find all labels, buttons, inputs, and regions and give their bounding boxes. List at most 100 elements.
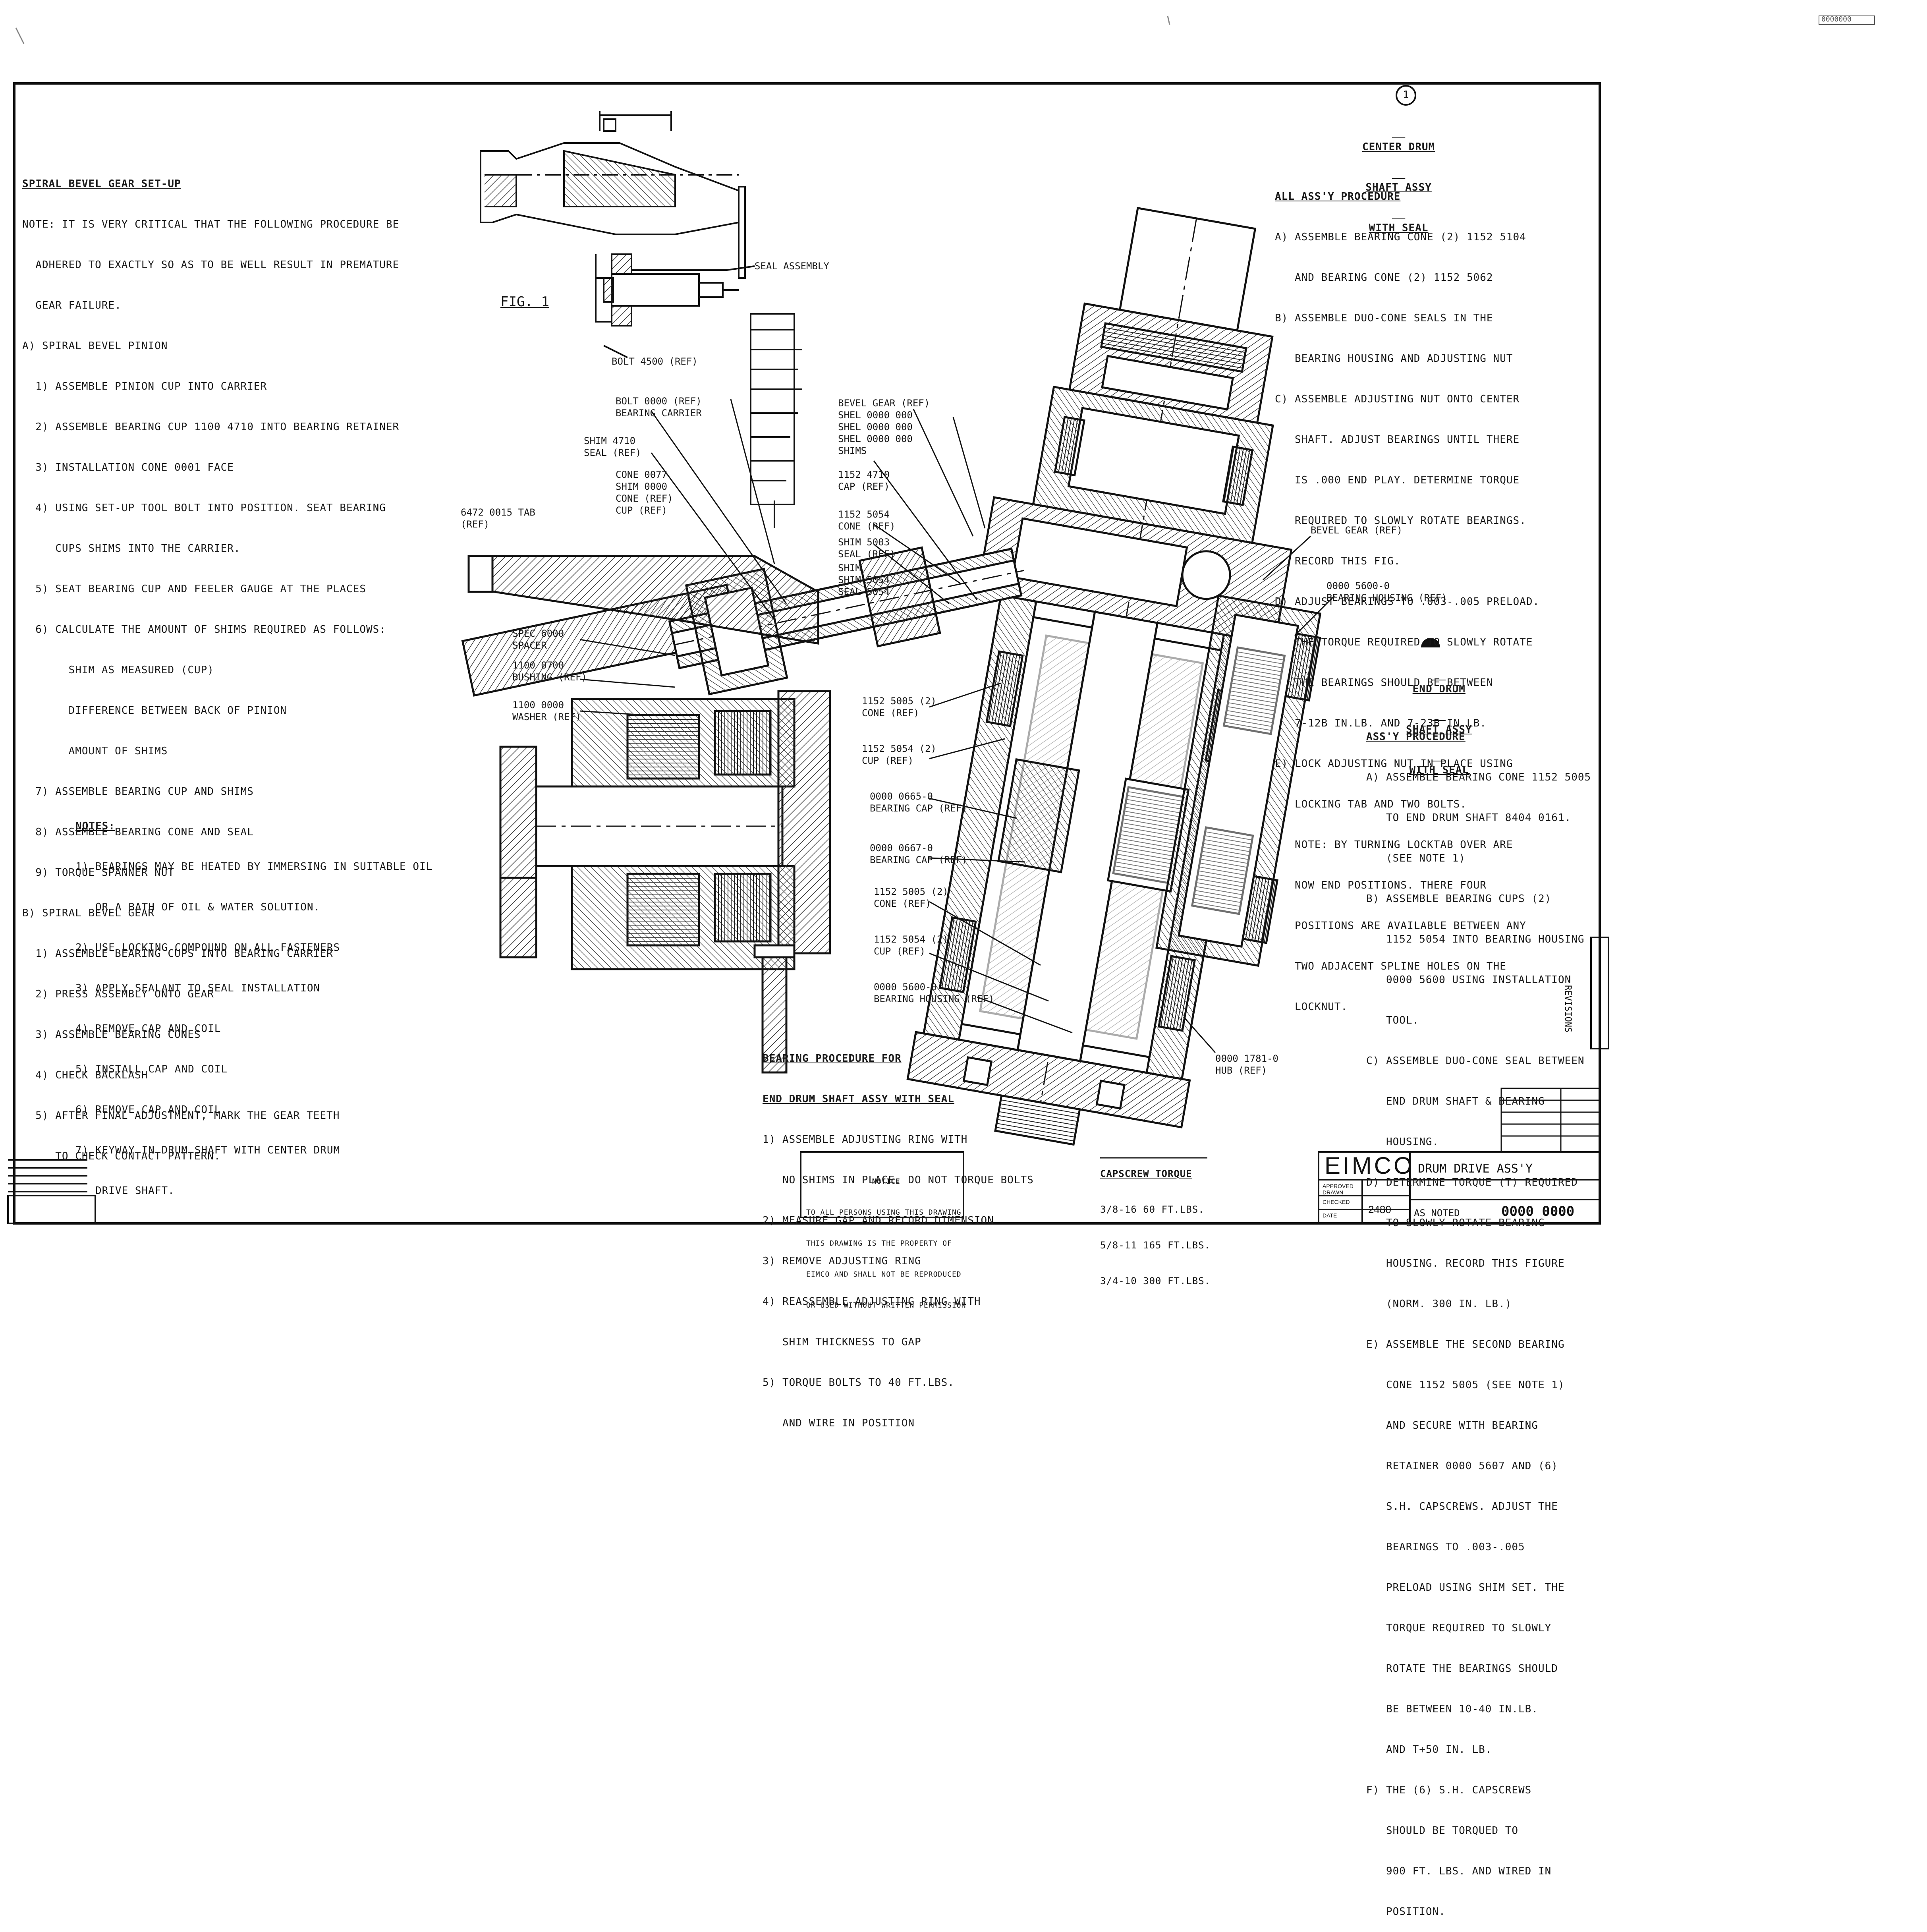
end-proc-line: AND SECURE WITH BEARING bbox=[1366, 1420, 1538, 1432]
note-line: 7) KEYWAY IN DRUM SHAFT WITH CENTER DRUM bbox=[75, 1144, 340, 1156]
center-proc-line: SHAFT. ADJUST BEARINGS UNTIL THERE bbox=[1275, 434, 1520, 446]
end-proc-line: 1152 5054 INTO BEARING HOUSING bbox=[1366, 933, 1585, 945]
end-proc-line: F) THE (6) S.H. CAPSCREWS bbox=[1366, 1784, 1532, 1796]
end-proc-line: 0000 5600 USING INSTALLATION bbox=[1366, 974, 1572, 986]
note-line: 2) USE LOCKING COMPOUND ON ALL FASTENERS bbox=[75, 942, 340, 954]
setup-line: 2) PRESS ASSEMBLY ONTO GEAR bbox=[22, 988, 214, 1000]
notice-line: EIMCO AND SHALL NOT BE REPRODUCED bbox=[806, 1270, 962, 1279]
center-proc-line: C) ASSEMBLE ADJUSTING NUT ONTO CENTER bbox=[1275, 393, 1520, 405]
callout-cone-cup-ref: CONE 0077 SHIM 0000 CONE (REF) CUP (REF) bbox=[616, 469, 673, 516]
bearing-proc-line: 2) MEASURE GAP AND RECORD DIMENSION bbox=[763, 1215, 994, 1227]
bearing-proc-title: BEARING PROCEDURE FOR bbox=[763, 1053, 902, 1065]
setup-notes-title: SPIRAL BEVEL GEAR SET-UP bbox=[22, 178, 181, 190]
capscrew-torque-table: CAPSCREW TORQUE 3/8-16 60 FT.LBS. 5/8-11… bbox=[1100, 1144, 1211, 1299]
callout-shim-ref: SHIM 4710 SEAL (REF) bbox=[584, 435, 641, 458]
end-proc-line: BEARINGS TO .003-.005 bbox=[1366, 1541, 1525, 1553]
notice-line: OR USED WITHOUT WRITTEN PERMISSION bbox=[806, 1301, 966, 1310]
setup-line: 4) USING SET-UP TOOL BOLT INTO POSITION.… bbox=[22, 502, 386, 514]
center-proc-line: THE TORQUE REQUIRED TO SLOWLY ROTATE bbox=[1275, 636, 1533, 648]
end-proc-line: (SEE NOTE 1) bbox=[1366, 852, 1466, 864]
callout-bolt-ref: BOLT 4500 (REF) bbox=[612, 356, 698, 367]
drawing-number: 0000 0000 bbox=[1501, 1204, 1575, 1219]
end-proc-line: RETAINER 0000 5607 AND (6) bbox=[1366, 1460, 1558, 1472]
spur-gear-wedge bbox=[467, 555, 819, 645]
note-line: DRIVE SHAFT. bbox=[75, 1185, 175, 1197]
setup-line: AMOUNT OF SHIMS bbox=[22, 745, 168, 757]
end-proc-line: CONE 1152 5005 (SEE NOTE 1) bbox=[1366, 1379, 1565, 1391]
revision-strip-label: REVISIONS bbox=[1563, 985, 1573, 1033]
center-drum-procedure: ALL ASS'Y PROCEDURE A) ASSEMBLE BEARING … bbox=[1275, 163, 1539, 1027]
notice-title: NOTICE bbox=[872, 1177, 900, 1186]
bearing-proc-line: AND WIRE IN POSITION bbox=[763, 1417, 915, 1429]
setup-line: NOTE: IT IS VERY CRITICAL THAT THE FOLLO… bbox=[22, 218, 400, 230]
center-proc-line: D) ADJUST BEARINGS TO .003-.005 PRELOAD. bbox=[1275, 596, 1540, 608]
notice-line: TO ALL PERSONS USING THIS DRAWING bbox=[806, 1208, 962, 1217]
callout-seal-ref: SHIM 5003 SEAL (REF) bbox=[838, 537, 896, 560]
fig-1-label: FIG. 1 bbox=[500, 294, 549, 310]
center-proc-line: NOTE: BY TURNING LOCKTAB OVER ARE bbox=[1275, 839, 1513, 851]
note-line: 5) INSTALL CAP AND COIL bbox=[75, 1063, 228, 1075]
center-proc-line: 7-12B IN.LB. AND 7-23B IN.LB. bbox=[1275, 717, 1487, 729]
end-proc-line: POSITION. bbox=[1366, 1906, 1446, 1918]
callout-bevel-gear-right: BEVEL GEAR (REF) bbox=[1311, 525, 1403, 536]
callout-washer: 1100 0000 WASHER (REF) bbox=[512, 699, 581, 723]
fig-1-detail bbox=[480, 111, 755, 358]
setup-line: ADHERED TO EXACTLY SO AS TO BE WELL RESU… bbox=[22, 259, 400, 271]
end-proc-line: A) ASSEMBLE BEARING CONE 1152 5005 bbox=[1366, 771, 1591, 783]
bearing-proc-subtitle: END DRUM SHAFT ASSY WITH SEAL bbox=[763, 1093, 954, 1105]
end-proc-line: S.H. CAPSCREWS. ADJUST THE bbox=[1366, 1501, 1558, 1513]
setup-line: B) SPIRAL BEVEL GEAR bbox=[22, 907, 155, 919]
callout-seal-assembly: SEAL ASSEMBLY bbox=[755, 261, 829, 272]
center-drum-title: CENTER DRUM SHAFT ASSY WITH SEAL bbox=[1362, 113, 1435, 248]
callout-cone-low: 1152 5005 (2) CONE (REF) bbox=[874, 886, 948, 909]
callout-shims-tab: SHIM SHIM 5054 SEAL 5054 bbox=[838, 562, 890, 597]
corner-stamp bbox=[1819, 15, 1875, 25]
bearing-proc-line: SHIM THICKNESS TO GAP bbox=[763, 1336, 921, 1348]
drawing-title: DRUM DRIVE ASS'Y bbox=[1418, 1162, 1533, 1176]
detail-marker-label: 1 bbox=[1403, 89, 1409, 101]
notice-box bbox=[800, 1151, 964, 1218]
center-drum-title-line: CENTER DRUM bbox=[1362, 141, 1435, 153]
end-proc-line: PRELOAD USING SHIM SET. THE bbox=[1366, 1582, 1565, 1594]
center-proc-line: B) ASSEMBLE DUO-CONE SEALS IN THE bbox=[1275, 312, 1493, 324]
scale-value: 2480 bbox=[1368, 1204, 1391, 1215]
center-proc-line: IS .000 END PLAY. DETERMINE TORQUE bbox=[1275, 474, 1520, 486]
center-proc-line: LOCKING TAB AND TWO BOLTS. bbox=[1275, 798, 1467, 810]
company-logo: EIMCO bbox=[1325, 1152, 1415, 1179]
end-drum-procedure: ASS'Y PROCEDURE A) ASSEMBLE BEARING CONE… bbox=[1366, 703, 1591, 1932]
end-drum-marker bbox=[1421, 638, 1440, 647]
end-proc-line: HOUSING. bbox=[1366, 1136, 1439, 1148]
torque-line: 3/8-16 60 FT.LBS. bbox=[1100, 1204, 1205, 1215]
note-line: 3) APPLY SEALANT TO SEAL INSTALLATION bbox=[75, 982, 321, 994]
corner-doc-number: 0000000 bbox=[1821, 15, 1852, 23]
tb-small-date: DATE bbox=[1323, 1212, 1337, 1219]
end-proc-line: TO END DRUM SHAFT 8404 0161. bbox=[1366, 812, 1572, 824]
setup-line: 5) SEAT BEARING CUP AND FEELER GAUGE AT … bbox=[22, 583, 366, 595]
stacked-plates bbox=[750, 313, 802, 528]
setup-line: 6) CALCULATE THE AMOUNT OF SHIMS REQUIRE… bbox=[22, 624, 386, 636]
note-line: 6) REMOVE CAP AND COIL bbox=[75, 1104, 221, 1116]
end-proc-line: E) ASSEMBLE THE SECOND BEARING bbox=[1366, 1339, 1565, 1350]
setup-line: 5) AFTER FINAL ADJUSTMENT, MARK THE GEAR… bbox=[22, 1110, 340, 1122]
note-line: 1) BEARINGS MAY BE HEATED BY IMMERSING I… bbox=[75, 861, 433, 873]
main-drum-housing bbox=[906, 207, 1293, 1146]
left-gearbox bbox=[499, 690, 831, 1074]
torque-line: 3/4-10 300 FT.LBS. bbox=[1100, 1275, 1211, 1287]
revision-strip bbox=[1590, 937, 1609, 1049]
callout-cup-mid: 1152 5054 (2) CUP (REF) bbox=[862, 743, 936, 766]
center-proc-line: BEARING HOUSING AND ADJUSTING NUT bbox=[1275, 353, 1513, 365]
setup-line: 7) ASSEMBLE BEARING CUP AND SHIMS bbox=[22, 786, 254, 798]
tb-small-drawn: DRAWN bbox=[1323, 1189, 1344, 1196]
bearing-proc-line: 1) ASSEMBLE ADJUSTING RING WITH bbox=[763, 1134, 968, 1146]
setup-line: 1) ASSEMBLE BEARING CUPS INTO BEARING CA… bbox=[22, 948, 333, 960]
callout-bearing-housing-low: 0000 5600-0 BEARING HOUSING (REF) bbox=[874, 981, 994, 1005]
end-proc-line: AND T+50 IN. LB. bbox=[1366, 1744, 1492, 1756]
end-proc-line: TO SLOWLY ROTATE BEARING bbox=[1366, 1217, 1545, 1229]
notice-text: NOTICE TO ALL PERSONS USING THIS DRAWING… bbox=[806, 1156, 966, 1321]
setup-line: TO CHECK CONTACT PATTERN. bbox=[22, 1150, 221, 1162]
setup-line: CUPS SHIMS INTO THE CARRIER. bbox=[22, 543, 241, 554]
callout-cone-ref: 1152 5054 CONE (REF) bbox=[838, 509, 896, 532]
end-proc-line: TOOL. bbox=[1366, 1014, 1419, 1026]
end-proc-line: ROTATE THE BEARINGS SHOULD bbox=[1366, 1663, 1558, 1675]
spiral-bevel-setup-notes: SPIRAL BEVEL GEAR SET-UP NOTE: IT IS VER… bbox=[22, 150, 399, 1177]
